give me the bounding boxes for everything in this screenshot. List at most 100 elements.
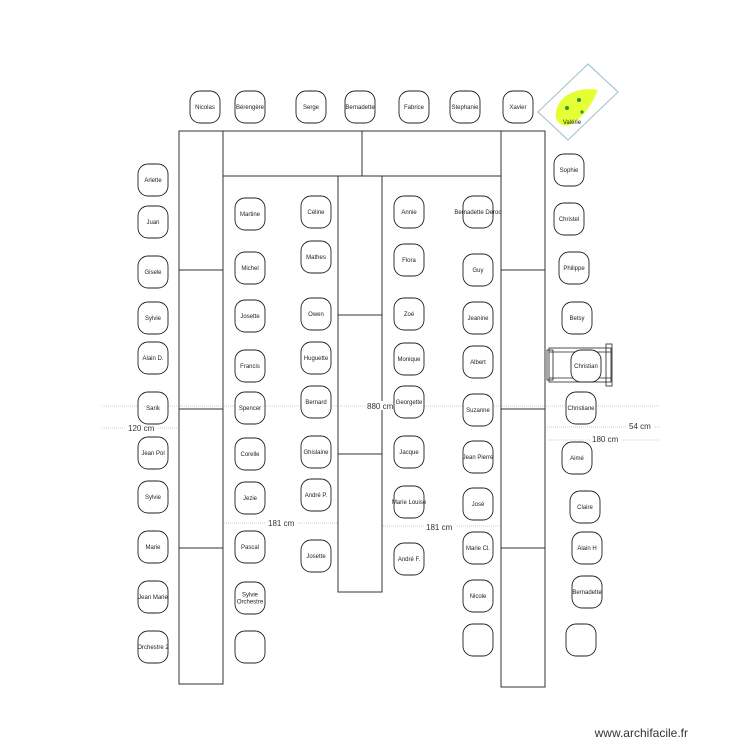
chair-inner-right-b-3[interactable]: Albert (462, 345, 494, 379)
seat-label: Nicolas (195, 105, 215, 111)
chair-top-3[interactable]: Bernadette (344, 90, 376, 124)
chair-top-6[interactable]: Xavier (502, 90, 534, 124)
chair-outer-left-9[interactable]: Jean Marie (137, 580, 169, 614)
chair-inner-right-a-3[interactable]: Monique (393, 342, 425, 376)
seat-label: Michel (241, 266, 258, 272)
chair-outer-right-7[interactable]: Claire (569, 490, 601, 524)
chair-inner-right-b-8[interactable]: Nicole (462, 579, 494, 613)
chair-inner-left-b-7[interactable]: Josette (300, 539, 332, 573)
chair-inner-right-a-2[interactable]: Zoé (393, 297, 425, 331)
chair-inner-left-b-3[interactable]: Huguette (300, 341, 332, 375)
chair-outer-left-2[interactable]: Gisele (137, 255, 169, 289)
seat-label-valerie: Valérie (563, 120, 582, 126)
chair-inner-left-b-1[interactable]: Mathes (300, 240, 332, 274)
chair-inner-right-b-7[interactable]: Marie Cl. (462, 531, 494, 565)
chair-inner-left-a-3[interactable]: Francis (234, 349, 266, 383)
chair-top-4[interactable]: Fabrice (398, 90, 430, 124)
chair-inner-left-b-0[interactable]: Céline (300, 195, 332, 229)
seat-label: Jeanine (467, 316, 489, 322)
chair-outer-right-6[interactable]: Aimé (561, 441, 593, 475)
seat-label: Juan (146, 220, 159, 226)
seat-label: André F. (398, 557, 421, 563)
chair-top-5[interactable]: Stephanie (449, 90, 481, 124)
watermark: www.archifacile.fr (594, 726, 688, 740)
seat-label: Corelle (240, 452, 260, 458)
dim-left-gap: 120 cm (128, 424, 155, 433)
seat-label: Pascal (241, 545, 259, 551)
chair-inner-left-a-6[interactable]: Jezie (234, 481, 266, 515)
chair-outer-right-1[interactable]: Christel (553, 202, 585, 236)
chair-outer-left-8[interactable]: Marie (137, 530, 169, 564)
chair-inner-right-a-7[interactable]: André F. (393, 542, 425, 576)
chair-outer-left-3[interactable]: Sylvie (137, 301, 169, 335)
seat-label: Sarik (146, 406, 161, 412)
chair-inner-right-b-4[interactable]: Suzanne (462, 393, 494, 427)
seat-label: Aimé (570, 456, 584, 462)
table-center (337, 175, 383, 593)
seat-label: Fabrice (404, 105, 425, 111)
chair-inner-left-a-0[interactable]: Martine (234, 197, 266, 231)
chair-outer-right-4[interactable]: Christian (570, 349, 602, 383)
chair-outer-left-1[interactable]: Juan (137, 205, 169, 239)
chair-outer-right-8[interactable]: Alain H (571, 531, 603, 565)
chair-outer-left-6[interactable]: Jean Pol (137, 436, 169, 470)
chair-inner-left-b-5[interactable]: Ghislaine (300, 435, 332, 469)
chair-inner-right-a-5[interactable]: Jacque (393, 435, 425, 469)
chair-outer-left-5[interactable]: Sarik (137, 391, 169, 425)
seat-label: Zoé (404, 312, 415, 318)
chair-outer-right-9[interactable]: Bernadette (571, 575, 603, 609)
chair-top-2[interactable]: Serge (295, 90, 327, 124)
chair-inner-left-a-4[interactable]: Spencer (234, 391, 266, 425)
seat-label: Spencer (239, 406, 261, 412)
chair-inner-right-b-6[interactable]: José (462, 487, 494, 521)
chair-outer-left-0[interactable]: Arlette (137, 163, 169, 197)
chair-inner-right-b-0[interactable]: Bernadette Deroo (454, 195, 502, 229)
seat-label: Ghislaine (303, 450, 329, 456)
seat-label: Alain D. (142, 356, 163, 362)
chair-inner-right-b-9[interactable] (0, 0, 494, 657)
seat-label: Stephanie (451, 105, 479, 111)
seat-label: Annie (401, 210, 417, 216)
chair-inner-right-a-0[interactable]: Annie (393, 195, 425, 229)
highlight-seat-valerie: Valérie (537, 63, 619, 141)
chair-outer-right-0[interactable]: Sophie (553, 153, 585, 187)
seat-label: Nicole (470, 594, 487, 600)
chair-inner-left-b-4[interactable]: Bernard (300, 385, 332, 419)
dim-right-gap: 180 cm (592, 435, 619, 444)
chair-top-0[interactable]: Nicolas (189, 90, 221, 124)
seat-label: Arlette (144, 178, 162, 184)
chair-inner-right-a-1[interactable]: Flora (393, 243, 425, 277)
chair-inner-left-a-2[interactable]: Josette (234, 299, 266, 333)
chair-inner-right-a-6[interactable]: Marie Louise (392, 485, 427, 519)
chair-inner-left-b-6[interactable]: André P. (300, 478, 332, 512)
chair-outer-left-10[interactable]: Orchestre 2 (137, 630, 169, 664)
chair-inner-right-a-4[interactable]: Georgette (393, 385, 425, 419)
seat-label: Huguette (304, 356, 329, 362)
chair-outer-right-3[interactable]: Betsy (561, 301, 593, 335)
seat-label: Sylvie (145, 316, 162, 322)
dim-aisle-left: 181 cm (268, 519, 295, 528)
chair-inner-right-b-1[interactable]: Guy (462, 253, 494, 287)
chair-top-1[interactable]: Bérengère (234, 90, 266, 124)
seat-label: Xavier (509, 105, 526, 111)
chair-inner-left-b-2[interactable]: Owen (300, 297, 332, 331)
chair-inner-left-a-7[interactable]: Pascal (234, 530, 266, 564)
seat-label: Suzanne (466, 408, 490, 414)
chair-inner-left-a-5[interactable]: Corelle (234, 437, 266, 471)
chair-outer-right-5[interactable]: Christiane (565, 391, 597, 425)
seat-label: Jean Pol (141, 451, 164, 457)
seat-label: Albert (470, 360, 486, 366)
seat-label: Josette (240, 314, 260, 320)
chair-inner-right-b-2[interactable]: Jeanine (462, 301, 494, 335)
chair-outer-left-4[interactable]: Alain D. (137, 341, 169, 375)
tables (178, 130, 546, 688)
chair-inner-left-a-9[interactable] (0, 0, 266, 664)
chair-outer-right-2[interactable]: Philippe (558, 251, 590, 285)
chair-outer-right-10[interactable] (0, 0, 597, 657)
chair-inner-left-a-1[interactable]: Michel (234, 251, 266, 285)
chair-outer-left-7[interactable]: Sylvie (137, 480, 169, 514)
chair-inner-right-b-5[interactable]: Jean Pierre (462, 440, 494, 474)
seat-label: Flora (402, 258, 416, 264)
